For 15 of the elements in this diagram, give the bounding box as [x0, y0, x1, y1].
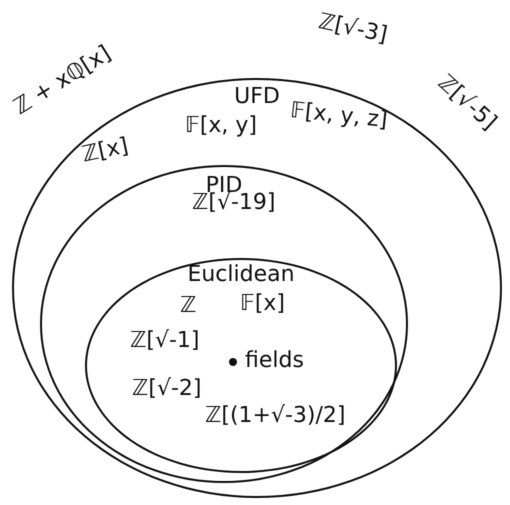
point-label: fields [245, 350, 304, 372]
region-title: Euclidean [187, 264, 295, 286]
ring-label: 𝔽[x, y, z] [289, 100, 388, 132]
euclidean-region [85, 258, 397, 473]
ring-label: ℤ[√-1] [130, 330, 200, 352]
ring-label: 𝔽[x, y] [185, 115, 258, 137]
ring-label: ℤ[√-3] [316, 11, 390, 47]
point-dot [229, 358, 237, 366]
pid-region [40, 165, 408, 483]
ring-label: ℤ[x] [80, 135, 130, 167]
ring-label: ℤ[(1+√-3)/2] [205, 405, 346, 427]
ring-label: ℤ[√-2] [132, 378, 202, 400]
region-title: UFD [234, 86, 280, 108]
ring-label: ℤ [180, 295, 196, 317]
ring-label: 𝔽[x] [240, 293, 285, 315]
